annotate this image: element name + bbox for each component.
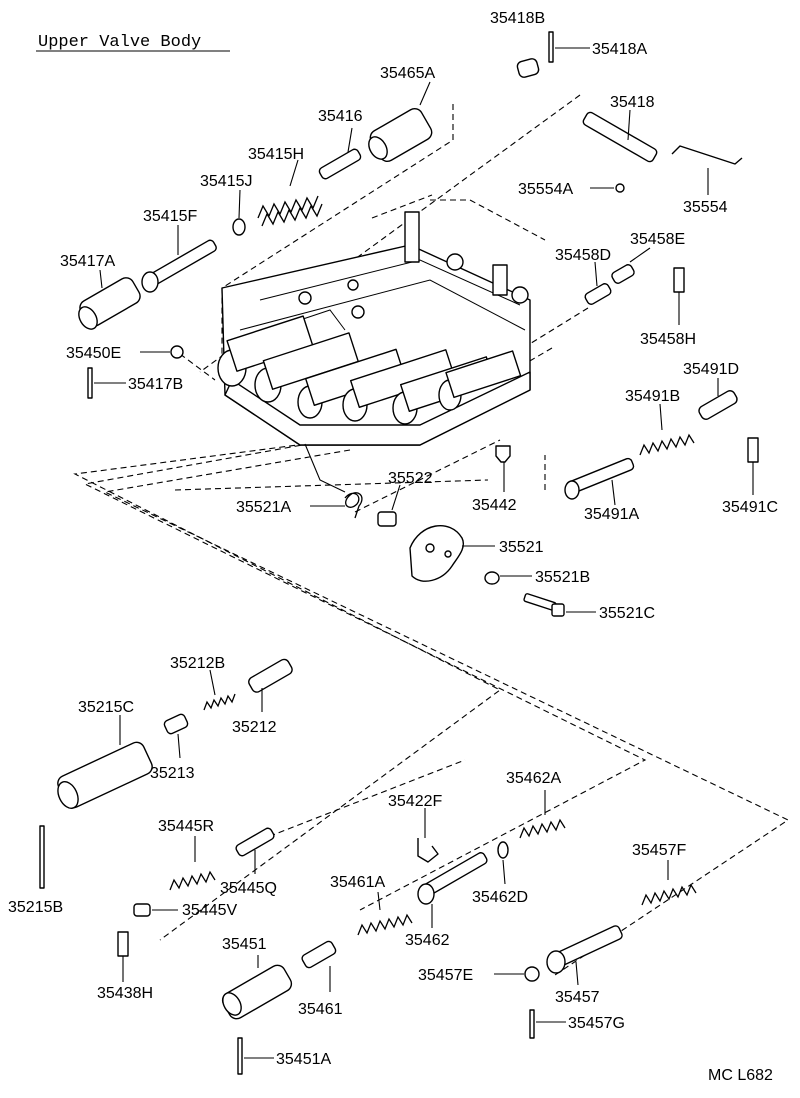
part-35418A-pin	[548, 31, 590, 63]
label-35450E: 35450E	[66, 345, 121, 362]
label-35462: 35462	[405, 932, 450, 949]
part-35491A-valve	[564, 457, 635, 506]
diagram-title: Upper Valve Body	[38, 33, 201, 52]
part-35458E-plug	[611, 247, 651, 284]
label-35445Q: 35445Q	[220, 880, 277, 897]
part-35422F-clip	[417, 808, 439, 863]
label-35462D: 35462D	[472, 889, 528, 906]
part-35418B-sleeve	[516, 58, 540, 78]
label-35416: 35416	[318, 108, 363, 125]
part-35522-plug	[377, 484, 401, 527]
part-35451-sleeve	[221, 955, 293, 1020]
label-35415J: 35415J	[200, 173, 253, 190]
label-35521: 35521	[499, 539, 544, 556]
part-35491B-spring	[639, 403, 695, 456]
label-35491A: 35491A	[584, 506, 639, 523]
part-35445V-plug	[133, 903, 178, 917]
part-35521-cam	[409, 525, 495, 582]
part-35451A-pin	[237, 1037, 274, 1075]
part-35554A-ring	[590, 183, 625, 193]
label-35415F: 35415F	[143, 208, 197, 225]
part-35450E-ball	[140, 345, 184, 359]
label-35213: 35213	[150, 765, 195, 782]
part-35554-rod	[671, 145, 743, 195]
label-35458D: 35458D	[555, 247, 611, 264]
part-35442-check-valve	[495, 445, 511, 492]
label-35442: 35442	[472, 497, 517, 514]
label-35461: 35461	[298, 1001, 343, 1018]
part-labels: 35418B 35418A 35465A 35418 35416 35415H …	[8, 10, 778, 1084]
part-35458D-plug	[584, 261, 612, 305]
label-35522: 35522	[388, 470, 433, 487]
label-35457F: 35457F	[632, 842, 686, 859]
part-35457-valve	[546, 925, 623, 986]
part-35415F-valve	[141, 225, 217, 293]
part-35445R-spring	[169, 836, 216, 891]
label-35461A: 35461A	[330, 874, 385, 891]
label-35554A: 35554A	[518, 181, 573, 198]
label-35458H: 35458H	[640, 331, 696, 348]
part-35491C-pin	[747, 437, 759, 495]
part-35465A-plunger	[368, 81, 433, 162]
label-35554: 35554	[683, 199, 728, 216]
label-35445R: 35445R	[158, 818, 214, 835]
label-35417B: 35417B	[128, 376, 183, 393]
label-35457G: 35457G	[568, 1015, 625, 1032]
part-35521B-washer	[484, 571, 532, 585]
part-35215B-pin	[39, 825, 45, 889]
label-35215B: 35215B	[8, 899, 63, 916]
label-35418A: 35418A	[592, 41, 647, 58]
part-35461A-spring	[357, 891, 413, 936]
part-35212-valve	[248, 658, 293, 712]
label-35521C: 35521C	[599, 605, 655, 622]
part-35213-plug	[163, 713, 189, 759]
label-35212: 35212	[232, 719, 277, 736]
part-35462D-clip	[497, 841, 509, 885]
label-35491B: 35491B	[625, 388, 680, 405]
label-35212B: 35212B	[170, 655, 225, 672]
part-35491D-sleeve	[698, 378, 738, 420]
label-35418B: 35418B	[490, 10, 545, 27]
part-35438H-pin	[117, 931, 129, 982]
part-35415J-washer	[232, 189, 246, 236]
part-35417B-pin	[87, 367, 126, 399]
part-35458H-pin	[673, 267, 685, 325]
label-35457: 35457	[555, 989, 600, 1006]
part-35461-plug	[301, 940, 337, 992]
part-35457G-pin	[529, 1009, 566, 1039]
part-35416-plug	[318, 127, 362, 180]
label-35521A: 35521A	[236, 499, 291, 516]
part-35418-lever	[582, 109, 658, 163]
label-35422F: 35422F	[388, 793, 442, 810]
upper-valve-body	[217, 211, 531, 446]
part-35457E-ball	[494, 966, 540, 982]
part-35215C-sleeve	[57, 715, 153, 809]
label-35521B: 35521B	[535, 569, 590, 586]
part-35415H-spring	[257, 159, 323, 227]
part-35457F-spring	[641, 860, 697, 906]
part-35445Q-valve	[235, 827, 275, 874]
part-35462A-spring	[519, 790, 566, 839]
label-35415H: 35415H	[248, 146, 304, 163]
label-35451A: 35451A	[276, 1051, 331, 1068]
label-35465A: 35465A	[380, 65, 435, 82]
part-35521C-bolt	[523, 593, 596, 617]
part-35521A-spring	[304, 443, 363, 519]
label-35215C: 35215C	[78, 699, 134, 716]
label-35438H: 35438H	[97, 985, 153, 1002]
footer-code: MC L682	[708, 1067, 773, 1084]
label-35451: 35451	[222, 936, 267, 953]
label-35457E: 35457E	[418, 967, 473, 984]
label-35462A: 35462A	[506, 770, 561, 787]
label-35418: 35418	[610, 94, 655, 111]
part-35417A-sleeve	[78, 269, 141, 330]
label-35491C: 35491C	[722, 499, 778, 516]
label-35445V: 35445V	[182, 902, 237, 919]
part-35462-valve	[417, 852, 488, 928]
part-35212B-spring	[203, 669, 236, 711]
label-35417A: 35417A	[60, 253, 115, 270]
label-35491D: 35491D	[683, 361, 739, 378]
label-35458E: 35458E	[630, 231, 685, 248]
